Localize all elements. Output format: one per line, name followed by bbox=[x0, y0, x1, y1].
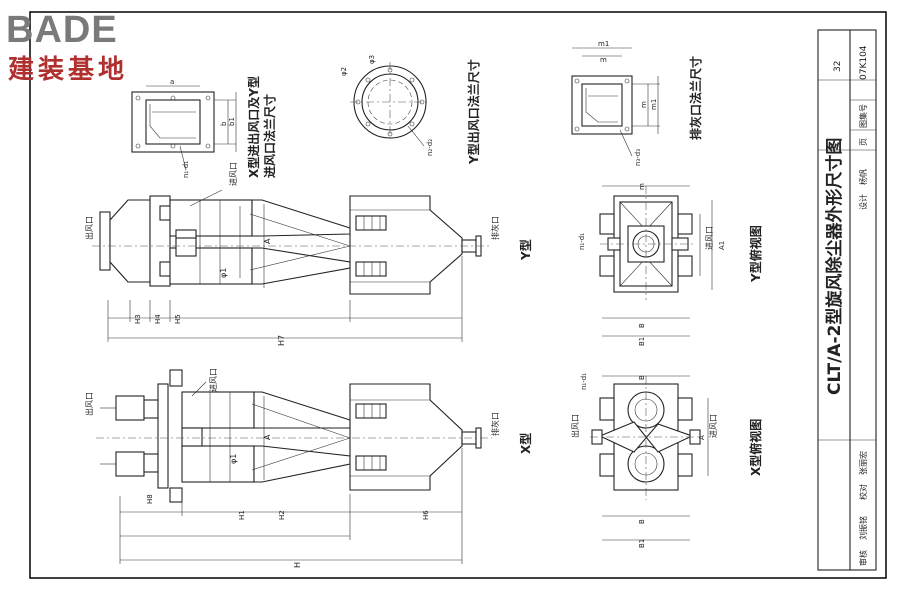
atlas-no-label: 图集号 bbox=[858, 104, 868, 128]
flange-ash-detail: m m1 m m1 n₃-d₃ bbox=[571, 40, 660, 166]
y-H4-label: H4 bbox=[154, 314, 162, 324]
x-H2-label: H2 bbox=[278, 510, 286, 520]
dim-m1: m1 bbox=[598, 40, 609, 48]
drawing-title: CLT/A-2型旋风除尘器外形尺寸图 bbox=[824, 138, 845, 395]
x-type-side-view bbox=[96, 369, 492, 564]
y-type-side-view bbox=[92, 195, 492, 342]
x-H6-label: H6 bbox=[422, 510, 430, 520]
x-top-A-label: A bbox=[698, 435, 706, 440]
title-block: CLT/A-2型旋风除尘器外形尺寸图 图集号 07K104 页 32 审核 刘振… bbox=[817, 29, 877, 571]
x-H-label: H bbox=[293, 562, 302, 568]
y-top-title: Y型俯视图 bbox=[748, 225, 763, 283]
x-H1-label: H1 bbox=[238, 510, 246, 520]
reviewer-name: 刘振铭 bbox=[858, 516, 868, 540]
watermark-brand: BADE bbox=[6, 9, 118, 51]
x-top-B-bottom-label: B bbox=[638, 519, 646, 524]
dim-b: b bbox=[220, 121, 228, 126]
hole-label-3: n₃-d₃ bbox=[634, 149, 642, 166]
y-H3-label: H3 bbox=[134, 314, 142, 324]
y-type-top-view bbox=[599, 185, 713, 337]
watermark-logo: BADE 建装基地 bbox=[6, 9, 128, 85]
dim-b1: b1 bbox=[228, 117, 236, 126]
page-label: 页 bbox=[859, 138, 868, 146]
x-H8-label: H8 bbox=[146, 494, 154, 504]
y-A-label: A bbox=[263, 238, 272, 244]
check-label: 校对 bbox=[858, 484, 868, 500]
y-top-B-label: B bbox=[638, 323, 646, 328]
y-inlet-label: 进风口 bbox=[229, 162, 238, 186]
flange-y-outlet-title: Y型出风口法兰尺寸 bbox=[466, 59, 481, 165]
y-top-B1-label: B1 bbox=[638, 337, 646, 346]
y-top-hole-label: n₁-d₁ bbox=[578, 233, 586, 250]
y-side-label: Y型 bbox=[518, 239, 533, 261]
x-ash-label: 排灰口 bbox=[490, 412, 500, 436]
y-phi1-label: φ1 bbox=[219, 268, 228, 278]
designer-name: 杨帆 bbox=[858, 169, 868, 185]
x-phi1-label: φ1 bbox=[229, 454, 238, 464]
x-top-title: X型俯视图 bbox=[748, 419, 763, 476]
y-top-m-label: m bbox=[638, 183, 646, 190]
design-label: 设计 bbox=[858, 194, 868, 210]
hole-label-1: n₁-d₁ bbox=[182, 161, 190, 178]
dim-phi2: φ2 bbox=[340, 67, 348, 76]
flange-xy-title-1: X型进出风口及Y型 bbox=[246, 76, 261, 178]
flange-xy-detail: b b1 a n₁-d₁ bbox=[131, 78, 237, 178]
flange-y-outlet-detail: φ2 φ3 n₂-d₂ bbox=[340, 55, 434, 156]
x-top-inlet-label: 进风口 bbox=[709, 414, 718, 438]
x-inlet-label: 进风口 bbox=[209, 368, 218, 392]
x-type-top-view bbox=[590, 375, 709, 541]
x-outlet-label: 出风口 bbox=[84, 392, 94, 416]
y-H5-label: H5 bbox=[174, 314, 182, 324]
x-top-B1-label: B1 bbox=[638, 539, 646, 548]
flange-xy-title-2: 进风口法兰尺寸 bbox=[262, 94, 277, 178]
y-top-A1-label: A1 bbox=[718, 241, 726, 250]
dim-m: m bbox=[600, 56, 607, 64]
review-label: 审核 bbox=[858, 550, 868, 566]
x-side-label: X型 bbox=[518, 433, 533, 454]
dim-phi3: φ3 bbox=[368, 55, 376, 64]
hole-label-2: n₂-d₂ bbox=[426, 139, 434, 156]
dim-m1-side: m1 bbox=[650, 99, 658, 110]
flange-ash-title: 排灰口法兰尺寸 bbox=[688, 56, 703, 140]
page-no: 32 bbox=[833, 61, 843, 72]
watermark-subtitle: 建装基地 bbox=[8, 55, 128, 85]
x-top-hole-label: n₁-d₁ bbox=[580, 373, 588, 390]
y-outlet-label: 出风口 bbox=[84, 216, 94, 240]
y-H7-label: H7 bbox=[277, 335, 286, 346]
dim-m-side: m bbox=[640, 101, 648, 108]
x-A-label: A bbox=[263, 434, 272, 440]
y-ash-label: 排灰口 bbox=[490, 216, 500, 240]
sheet-border bbox=[29, 11, 887, 579]
dim-a: a bbox=[170, 78, 174, 86]
atlas-no: 07K104 bbox=[859, 45, 869, 80]
checker-name: 张丽宏 bbox=[858, 451, 868, 475]
y-top-inlet-label: 进风口 bbox=[705, 226, 714, 250]
x-top-B-label: B bbox=[638, 375, 646, 380]
x-top-outlet-label: 出风口 bbox=[570, 414, 580, 438]
